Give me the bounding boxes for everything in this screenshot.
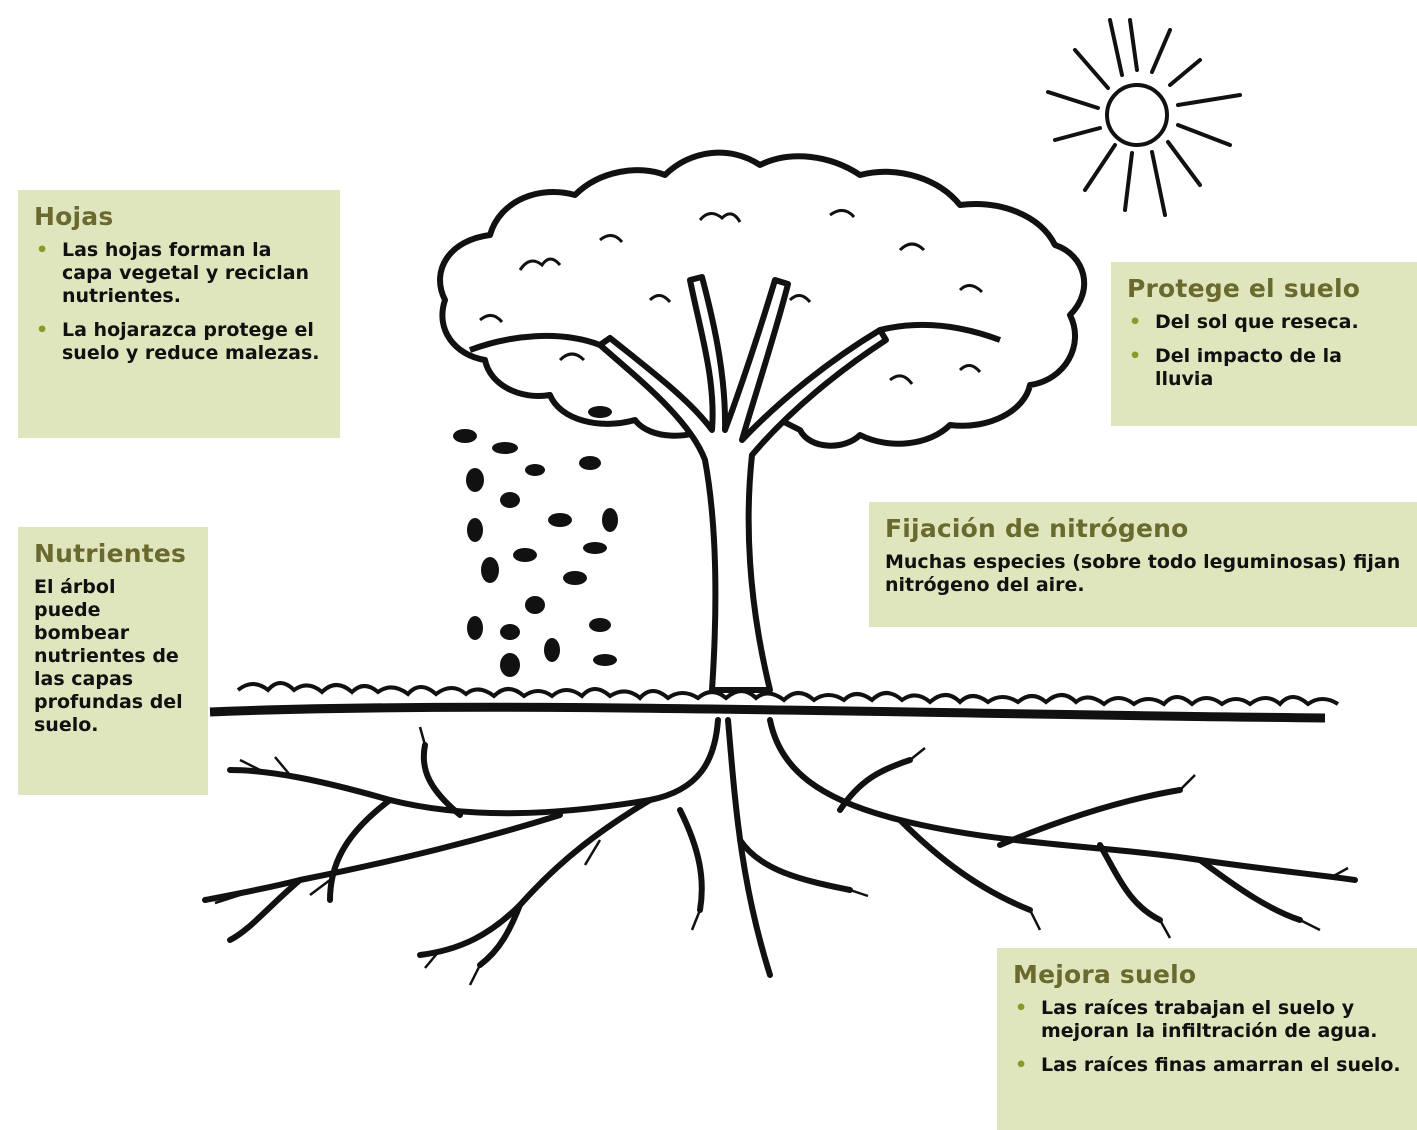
- protege-suelo-title: Protege el suelo: [1127, 274, 1361, 303]
- fijacion-nitrogeno-text: Muchas especies (sobre todo leguminosas)…: [885, 551, 1401, 596]
- fijacion-nitrogeno-box: Fijación de nitrógeno Muchas especies (s…: [869, 502, 1417, 627]
- fine-roots: [214, 726, 1349, 986]
- protege-suelo-item: Del sol que reseca.: [1127, 311, 1403, 334]
- sun-icon: [1046, 18, 1242, 217]
- leaf-clumps: [479, 209, 984, 385]
- mejora-suelo-box: Mejora suelo Las raíces trabajan el suel…: [997, 948, 1417, 1130]
- mejora-suelo-title: Mejora suelo: [1013, 960, 1197, 989]
- nutrientes-text: El árbol puede bombear nutrientes de las…: [34, 576, 183, 736]
- hojas-item: Las hojas forman la capa vegetal y recic…: [34, 239, 326, 308]
- falling-leaves: [453, 406, 618, 677]
- mejora-suelo-item: Las raíces trabajan el suelo y mejoran l…: [1013, 997, 1403, 1043]
- protege-suelo-item: Del impacto de la lluvia: [1127, 345, 1403, 391]
- tree-roots: [202, 717, 1358, 978]
- tree-trunk: [468, 274, 1002, 693]
- nutrientes-title: Nutrientes: [34, 539, 187, 568]
- mejora-suelo-item: Las raíces finas amarran el suelo.: [1013, 1054, 1403, 1077]
- protege-suelo-box: Protege el suelo Del sol que reseca. Del…: [1111, 262, 1417, 426]
- fijacion-nitrogeno-title: Fijación de nitrógeno: [885, 514, 1189, 543]
- hojas-box: Hojas Las hojas forman la capa vegetal y…: [18, 190, 340, 438]
- nutrientes-box: Nutrientes El árbol puede bombear nutrie…: [18, 527, 208, 795]
- ground-line: [209, 702, 1326, 723]
- tree-canopy: [437, 149, 1088, 449]
- ground-litter: [236, 681, 1340, 707]
- hojas-title: Hojas: [34, 202, 114, 231]
- hojas-item: La hojarazca protege el suelo y reduce m…: [34, 319, 326, 365]
